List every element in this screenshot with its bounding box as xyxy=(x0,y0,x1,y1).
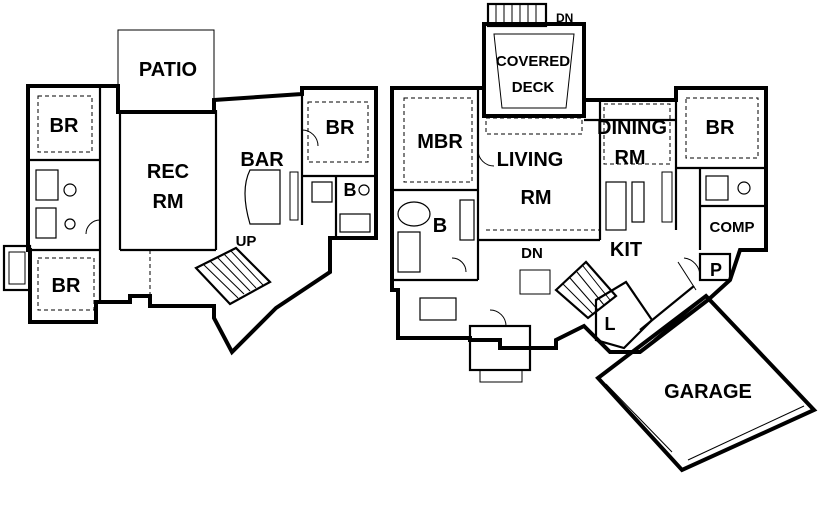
label-mbr: MBR xyxy=(417,131,463,153)
label-br-main: BR xyxy=(706,117,735,139)
side-deck xyxy=(2,244,32,292)
lower-level xyxy=(2,29,378,356)
garage-outline xyxy=(595,293,818,473)
label-comp: COMP xyxy=(710,219,755,236)
label-living-2: RM xyxy=(520,187,551,209)
bathtub xyxy=(35,169,59,201)
label-covered-deck-2: DECK xyxy=(512,79,555,96)
label-bar: BAR xyxy=(240,149,284,171)
master-shower xyxy=(397,231,421,273)
deck-stairs xyxy=(486,2,548,28)
master-tub xyxy=(397,201,431,227)
laundry-room xyxy=(594,280,654,350)
main-level xyxy=(390,2,818,473)
label-kit: KIT xyxy=(610,239,642,261)
label-stair-up: UP xyxy=(236,233,257,250)
label-br-bottom-left: BR xyxy=(52,275,81,297)
lower-level-outer-wall xyxy=(26,84,378,356)
main-stairs xyxy=(554,260,618,320)
label-stair-down-deck: DN xyxy=(556,11,573,25)
pantry xyxy=(698,252,732,282)
label-bath-lower: B xyxy=(344,180,357,200)
label-rec-rm-2: RM xyxy=(152,191,183,213)
label-stair-down: DN xyxy=(521,245,543,262)
label-covered-deck-1: COVERED xyxy=(496,53,570,70)
label-patio: PATIO xyxy=(139,59,197,81)
label-br-right: BR xyxy=(326,117,355,139)
label-bath-master: B xyxy=(433,215,447,237)
label-dining-1: DINING xyxy=(597,117,667,139)
label-laundry: L xyxy=(605,314,616,334)
toilet xyxy=(63,183,77,197)
label-garage: GARAGE xyxy=(664,381,752,403)
lower-stairs xyxy=(194,246,272,306)
desk xyxy=(419,297,457,321)
kitchen-island xyxy=(605,181,627,231)
bar-counter xyxy=(244,169,281,225)
covered-deck-outline xyxy=(482,22,586,118)
label-living-1: LIVING xyxy=(497,149,564,171)
label-dining-2: RM xyxy=(614,147,645,169)
label-br-top-left: BR xyxy=(50,115,79,137)
label-rec-rm-1: REC xyxy=(147,161,189,183)
label-pantry: P xyxy=(710,260,722,280)
